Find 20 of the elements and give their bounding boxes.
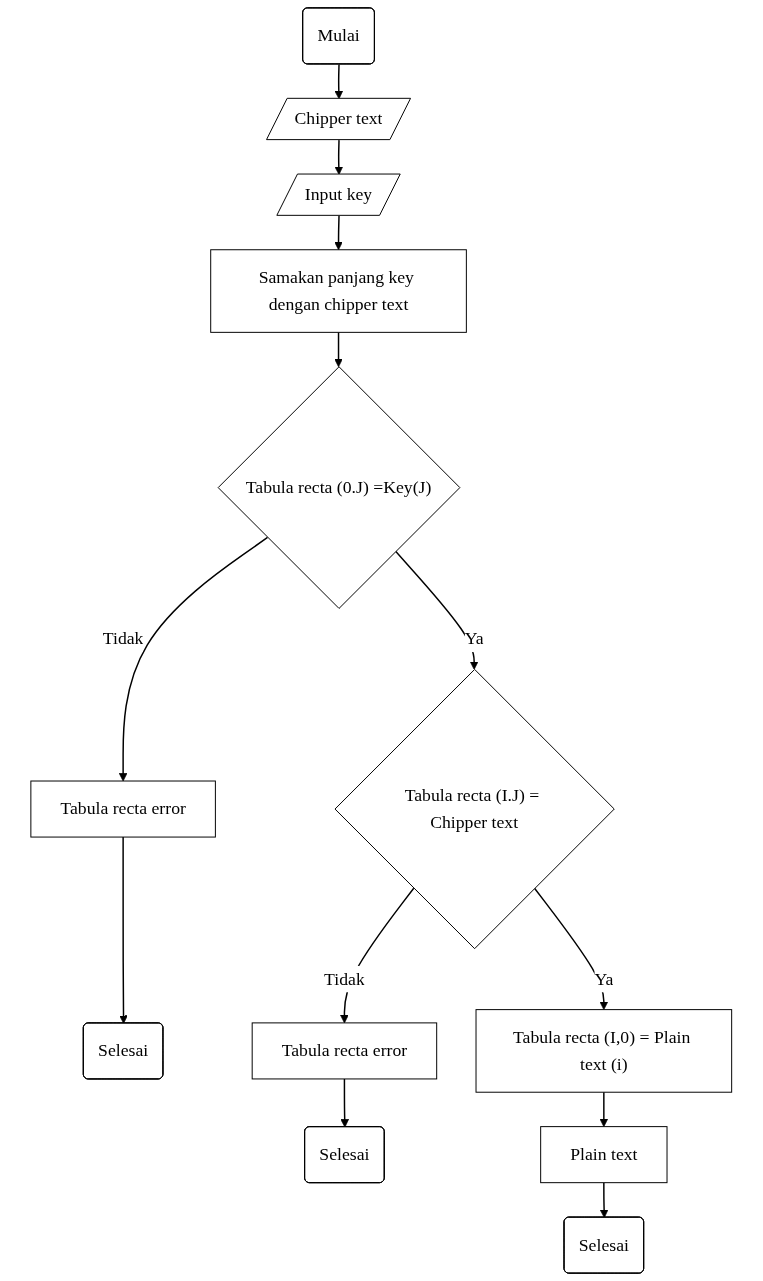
arrow: [119, 836, 129, 1024]
arrow: [119, 536, 269, 782]
edge-label: Ya: [464, 628, 484, 649]
node-box: Tabula recta error: [30, 780, 217, 838]
arrow: [334, 215, 344, 251]
edge-label: Ya: [594, 968, 614, 989]
arrow: [334, 63, 344, 100]
arrow: [599, 1091, 609, 1127]
node-box: Tabula recta (I,0) = Plain text (i): [475, 1009, 733, 1093]
node-box: Plain text: [540, 1126, 668, 1184]
arrow: [334, 139, 344, 175]
node-diamond: Tabula recta (I.J) = Chipper text: [334, 668, 615, 950]
arrow: [334, 331, 344, 368]
node-box: Tabula recta error: [251, 1022, 438, 1080]
edge-label: Tidak: [103, 628, 144, 649]
node-box: Samakan panjang key dengan chipper text: [210, 249, 468, 333]
edge-label: Tidak: [324, 968, 365, 989]
arrow: [340, 1078, 350, 1128]
node-diamond: Tabula recta (0.J) =Key(J): [217, 366, 461, 609]
arrow: [600, 1181, 609, 1218]
